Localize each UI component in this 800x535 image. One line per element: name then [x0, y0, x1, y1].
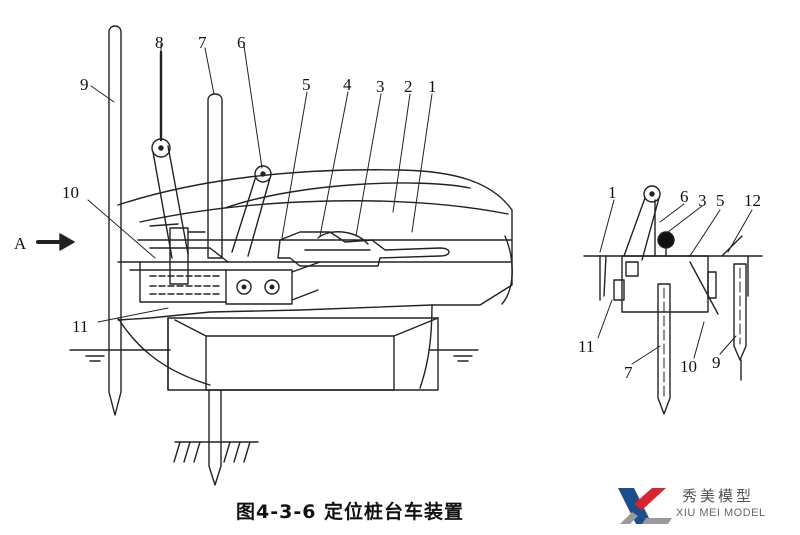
label-4: 4	[343, 75, 352, 94]
label-2: 2	[404, 77, 413, 96]
right-view-leaders	[597, 199, 753, 365]
label-10: 10	[62, 183, 79, 202]
label-11: 11	[72, 317, 88, 336]
right-label-5: 5	[716, 191, 725, 210]
right-label-7: 7	[624, 363, 633, 382]
label-8: 8	[155, 33, 164, 52]
view-a-arrow	[36, 233, 75, 251]
label-6: 6	[237, 33, 246, 52]
right-section-view	[583, 185, 763, 415]
label-9: 9	[80, 75, 89, 94]
right-label-6: 6	[680, 187, 689, 206]
label-1: 1	[428, 77, 437, 96]
right-label-3: 3	[698, 191, 707, 210]
right-label-9: 9	[712, 353, 721, 372]
figure-caption: 图4-3-6 定位桩台车装置	[236, 501, 465, 523]
left-side-view	[69, 25, 513, 486]
right-label-11: 11	[578, 337, 594, 356]
label-5: 5	[302, 75, 311, 94]
right-label-10: 10	[680, 357, 697, 376]
left-view-leaders	[87, 43, 433, 323]
watermark-name-cn: 秀美模型	[682, 487, 755, 505]
label-7: 7	[198, 33, 207, 52]
watermark-name-en: XIU MEI MODEL	[676, 507, 766, 519]
watermark-logo: 秀美模型 XIU MEI MODEL	[612, 484, 797, 528]
right-label-12: 12	[744, 191, 761, 210]
label-3: 3	[376, 77, 385, 96]
right-label-1: 1	[608, 183, 617, 202]
xiumei-logo-icon	[618, 488, 672, 524]
label-view-a: A	[14, 234, 27, 253]
